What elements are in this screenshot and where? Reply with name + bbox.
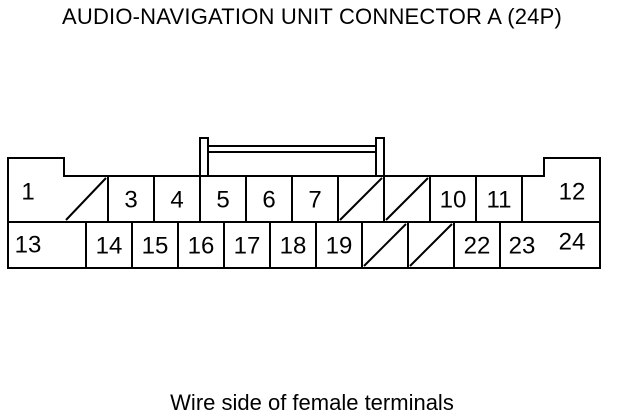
pin-label: 18 bbox=[280, 233, 307, 260]
pin-label: 10 bbox=[440, 187, 467, 214]
pin-label: 16 bbox=[188, 233, 215, 260]
unused-cavity-slash bbox=[363, 223, 407, 267]
unused-cavity-slash bbox=[65, 177, 107, 221]
connector-caption: Wire side of female terminals bbox=[170, 390, 454, 415]
pin-label: 6 bbox=[262, 187, 275, 214]
pin-label: 22 bbox=[464, 233, 491, 260]
lock-post-left bbox=[199, 137, 209, 177]
pin-label: 23 bbox=[509, 233, 536, 260]
pin-label: 24 bbox=[559, 229, 586, 256]
connector-outline bbox=[7, 157, 601, 269]
pin-label: 13 bbox=[15, 232, 42, 259]
pin-label: 3 bbox=[124, 187, 137, 214]
unused-cavity-slash bbox=[339, 177, 383, 221]
pin-label: 14 bbox=[96, 233, 123, 260]
pin-label: 5 bbox=[216, 187, 229, 214]
pin-label: 19 bbox=[326, 233, 353, 260]
pin-label: 15 bbox=[142, 233, 169, 260]
pin-label: 11 bbox=[487, 187, 512, 214]
pin-label: 12 bbox=[559, 179, 586, 206]
pin-label: 17 bbox=[234, 233, 261, 260]
pin-label: 1 bbox=[21, 179, 34, 206]
unused-cavity-slash bbox=[385, 177, 429, 221]
unused-cavity-slash bbox=[409, 223, 453, 267]
pin-label: 7 bbox=[308, 187, 321, 214]
connector-title: AUDIO-NAVIGATION UNIT CONNECTOR A (24P) bbox=[61, 4, 563, 29]
pin-label: 4 bbox=[170, 187, 183, 214]
lock-post-right bbox=[375, 137, 385, 177]
